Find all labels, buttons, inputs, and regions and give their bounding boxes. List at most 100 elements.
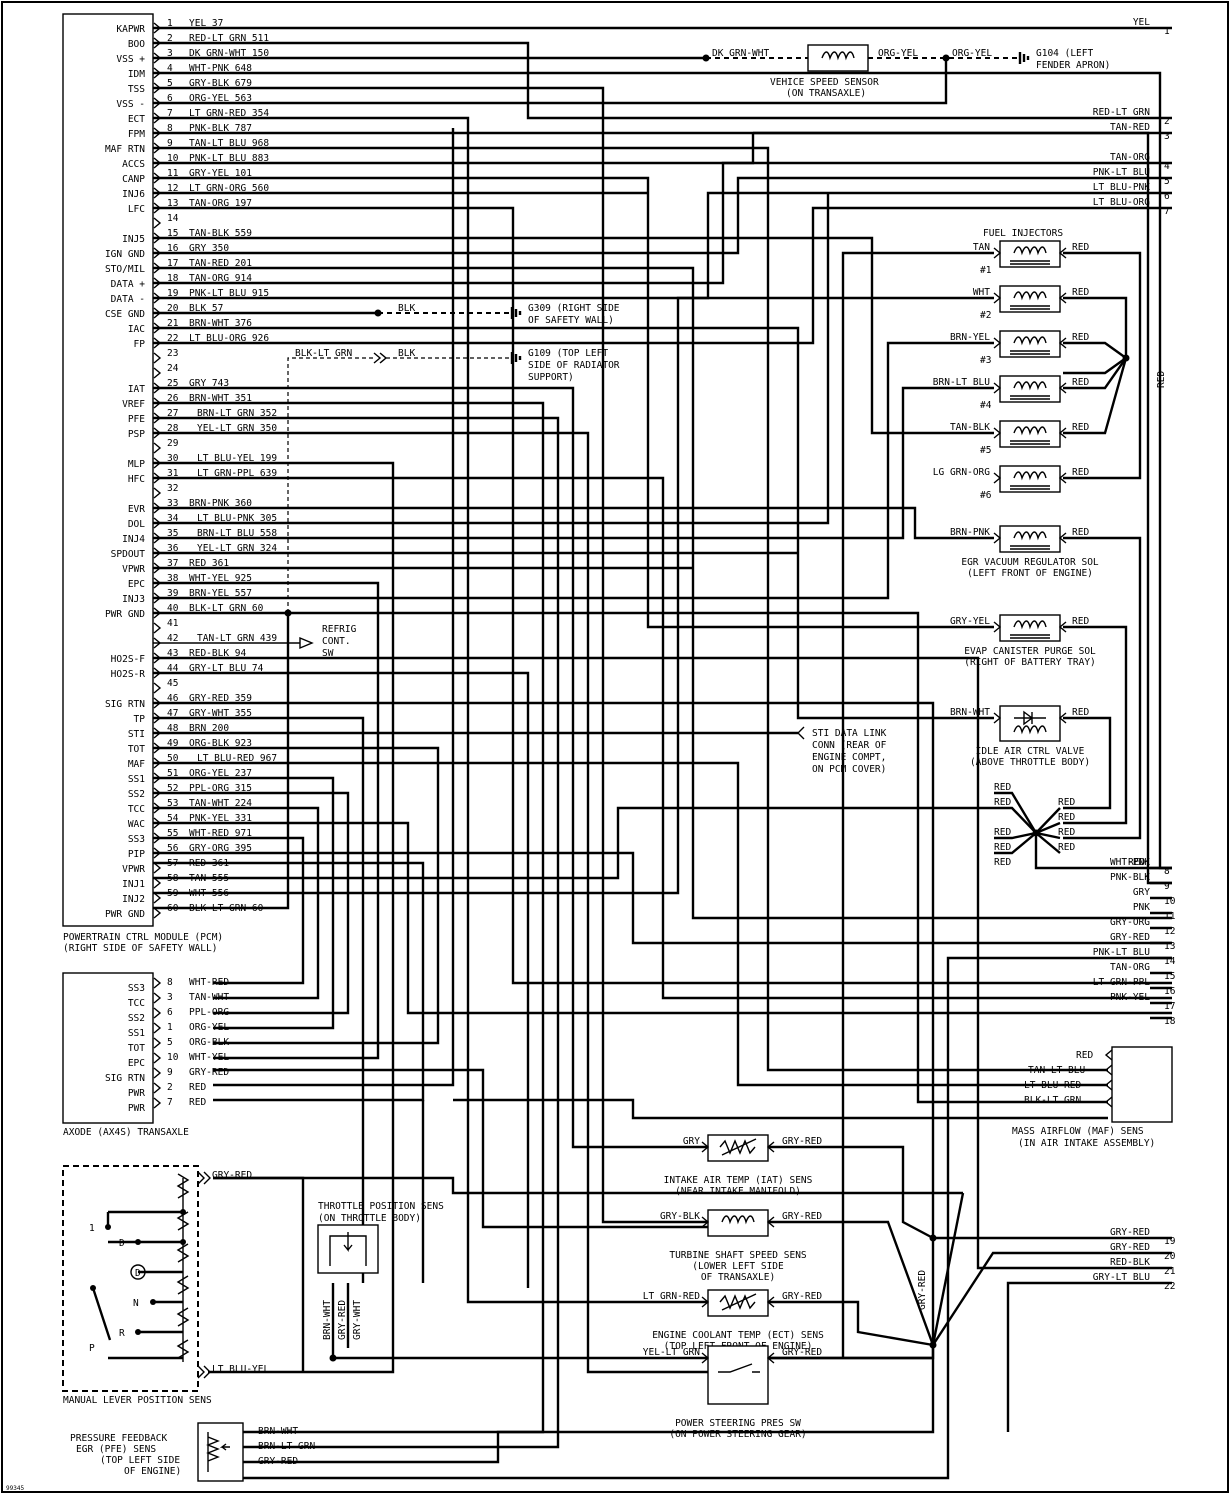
drive-circle-icon — [130, 1264, 146, 1280]
pcm-pin-number: 4 — [167, 63, 173, 74]
right-conn-number: 5 — [1164, 176, 1170, 187]
connector-icon — [766, 1296, 775, 1308]
pcm-pin-number: 51 — [167, 768, 179, 779]
pcm-caption-2: (RIGHT SIDE OF SAFETY WALL) — [63, 943, 217, 954]
pcm-pin-wire: YEL 37 — [189, 18, 223, 29]
pcm-pin-number: 22 — [167, 333, 178, 344]
mlp-pos-n: N — [133, 1298, 139, 1309]
pfe-sensor — [197, 1422, 244, 1482]
pcm-pin-wire: PNK-LT BLU 915 — [189, 288, 269, 299]
tps-wire-2: GRY-RED — [337, 1300, 348, 1340]
right-conn-wire: TAN-ORG — [1110, 152, 1150, 163]
transaxle-pin-number: 3 — [167, 992, 173, 1003]
evap-in-wire: GRY-YEL — [950, 616, 990, 627]
right-conn-number: 8 — [1164, 866, 1170, 877]
pcm-pin-name: HO2S-F — [111, 654, 146, 665]
transaxle-pin-number: 5 — [167, 1037, 173, 1048]
iat-sensor — [707, 1134, 769, 1162]
right-conn-number: 1 — [1164, 26, 1170, 37]
right-conn-number: 14 — [1164, 956, 1176, 967]
injector-in-wire: LG GRN-ORG — [933, 467, 990, 478]
pcm-pin-wire: TAN-LT BLU 968 — [189, 138, 269, 149]
pfe-wire-3: GRY-RED — [258, 1456, 298, 1467]
pcm-pin-number: 44 — [167, 663, 179, 674]
ect-caption: ENGINE COOLANT TEMP (ECT) SENS — [652, 1330, 824, 1341]
pcm-pin-number: 6 — [167, 93, 173, 104]
connector-icon — [1058, 382, 1067, 394]
pcm-pin-name: HFC — [128, 474, 145, 485]
coil-icon — [1013, 291, 1047, 301]
maf-wire-2: TAN-LT BLU — [1028, 1065, 1085, 1076]
evap-out-wire: RED — [1072, 616, 1089, 627]
evap-caption: (RIGHT OF BATTERY TRAY) — [964, 657, 1096, 668]
pcm-pin-wire: TAN-RED 201 — [189, 258, 252, 269]
right-conn-number: 10 — [1164, 896, 1176, 907]
ground-icon — [510, 307, 522, 319]
coil-icon — [1013, 426, 1047, 436]
pcm-pin-name: PFE — [128, 414, 145, 425]
right-conn-wire: GRY-RED — [1110, 932, 1150, 943]
connector-icon — [993, 532, 1002, 544]
injector-in-wire: BRN-YEL — [950, 332, 990, 343]
pcm-pin-name: STO/MIL — [105, 264, 145, 275]
tss-caption: OF TRANSAXLE) — [701, 1272, 775, 1283]
contact-dot — [90, 1285, 96, 1291]
transaxle-pin-number: 7 — [167, 1097, 173, 1108]
connector-icon — [197, 1365, 211, 1379]
pcm-pin-name: TOT — [128, 744, 145, 755]
mlp-bottom-wire: LT BLU-YEL — [212, 1364, 269, 1375]
injector-in-wire: TAN-BLK — [950, 422, 990, 433]
pcm-pin-number: 24 — [167, 363, 179, 374]
g309-wire: BLK — [398, 303, 415, 314]
pcm-pin-number: 27 — [167, 408, 178, 419]
pcm-pin-number: 35 — [167, 528, 178, 539]
pcm-pin-wire: GRY 743 — [189, 378, 229, 389]
psp-left-wire: YEL-LT GRN — [643, 1347, 700, 1358]
right-conn-number: 15 — [1164, 971, 1175, 982]
tss-caption: (LOWER LEFT SIDE — [692, 1261, 784, 1272]
pcm-pin-number: 10 — [167, 153, 179, 164]
injector-out-wire: RED — [1072, 377, 1089, 388]
pcm-pin-name: MLP — [128, 459, 145, 470]
right-conn-wire: GRY-RED — [1110, 1227, 1150, 1238]
transaxle-pin-name: SIG RTN — [105, 1073, 145, 1084]
g109-wire-a: BLK-LT GRN — [295, 348, 352, 359]
contact-dot — [180, 1239, 186, 1245]
pcm-pin-name: VSS + — [116, 54, 145, 65]
pcm-pin-name: SIG RTN — [105, 699, 145, 710]
iat-left-wire: GRY — [683, 1136, 700, 1147]
pcm-pin-wire: WHT-RED 971 — [189, 828, 252, 839]
pcm-pin-number: 50 — [167, 753, 179, 764]
right-conn-number: 6 — [1164, 191, 1170, 202]
pcm-pin-name: BOO — [128, 39, 145, 50]
pcm-pin-number: 30 — [167, 453, 179, 464]
pcm-pin-number: 11 — [167, 168, 179, 179]
connector-icon — [1058, 532, 1067, 544]
connector-icon — [1058, 337, 1067, 349]
transaxle-pin-wire: PPL-ORG — [189, 1007, 229, 1018]
pcm-pin-name: ECT — [128, 114, 145, 125]
pcm-box — [62, 13, 154, 927]
connector-icon — [1058, 472, 1067, 484]
pcm-pin-number: 21 — [167, 318, 179, 329]
pcm-pin-wire: WHT-PNK 648 — [189, 63, 252, 74]
pcm-pin-wire: BLK 57 — [189, 303, 223, 314]
connector-icon — [153, 862, 162, 874]
injector-number: #3 — [980, 355, 991, 366]
pcm-pin-name: DATA - — [111, 294, 145, 305]
right-conn-wire: RED-LT GRN — [1093, 107, 1150, 118]
pcm-pin-name: DOL — [128, 519, 145, 530]
plunger-icon — [1010, 440, 1050, 445]
pcm-pin-name: KAPWR — [116, 24, 145, 35]
pcm-pin-name: MAF RTN — [105, 144, 145, 155]
coil-icon — [1013, 620, 1047, 630]
pcm-pin-number: 31 — [167, 468, 179, 479]
pcm-pin-wire: WHT-YEL 925 — [189, 573, 252, 584]
connector-icon — [153, 487, 162, 499]
sti-label-1: STI DATA LINK — [812, 728, 887, 739]
connector-icon — [153, 1052, 162, 1064]
transaxle-pin-number: 1 — [167, 1022, 173, 1033]
pcm-pin-wire: PNK-BLK 787 — [189, 123, 252, 134]
pcm-pin-wire: DK GRN-WHT 150 — [189, 48, 269, 59]
